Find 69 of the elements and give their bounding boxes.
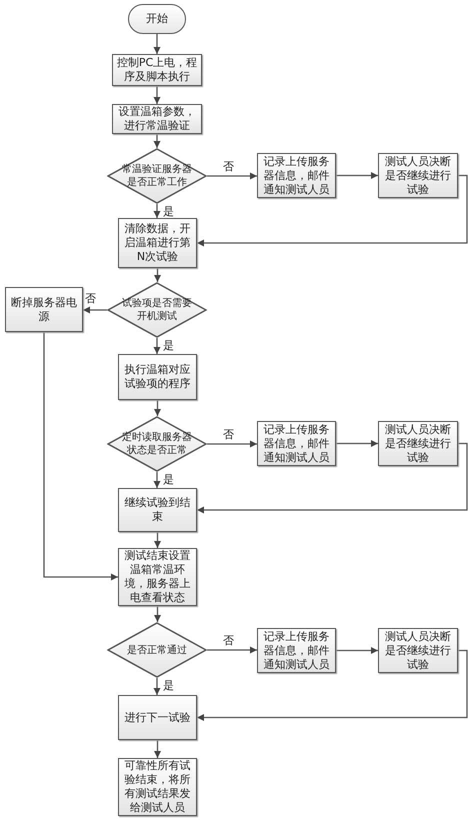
node-text: 是否正常通过 [126, 644, 188, 656]
node-text: 记录上传服务器信息，邮件通知测试人员 [262, 630, 330, 672]
node-text: 测试人员决断是否继续进行试验 [384, 154, 452, 196]
process-box [118, 758, 197, 816]
arrow [154, 134, 160, 148]
arrow [207, 646, 257, 654]
node-text: 记录上传服务器信息，邮件通知测试人员 [262, 154, 330, 196]
node-text: 定时读取服务器状态是否正常 [121, 431, 193, 457]
edge-label: 是 [163, 205, 174, 218]
arrow [154, 472, 160, 488]
arrow [154, 532, 161, 548]
arrow [197, 650, 468, 721]
edge-label: 是 [163, 339, 174, 352]
arrow [197, 442, 468, 514]
arrow [154, 400, 161, 416]
node-text: 控制PC上电，程序及脚本执行 [116, 56, 198, 84]
arrow [336, 172, 378, 179]
decision-diamond [107, 148, 207, 204]
process-box [118, 488, 197, 532]
edge-label: 否 [223, 160, 234, 173]
node-text: 执行温箱对应试验项的程序 [124, 363, 192, 391]
node-text: 测试人员决断是否继续进行试验 [384, 422, 452, 464]
arrow [336, 440, 378, 447]
arrow [154, 34, 160, 54]
edge-label: 否 [223, 428, 234, 441]
node-text: 进行下一试验 [124, 710, 192, 724]
arrow [207, 440, 257, 448]
process-box [257, 153, 336, 198]
arrow [336, 647, 378, 654]
arrow [154, 86, 160, 104]
arrow [154, 268, 161, 282]
arrow [83, 306, 107, 314]
node-text: 试验项是否需要开机测试 [121, 297, 193, 323]
node-text: 开始 [145, 12, 169, 26]
process-box [378, 628, 458, 673]
node-text: 清除数据，开启温箱进行第N次试验 [124, 222, 192, 264]
arrow [154, 740, 161, 758]
process-box [378, 421, 458, 466]
node-text: 继续试验到结束 [124, 496, 192, 524]
process-box [112, 104, 202, 134]
arrow [154, 606, 161, 622]
arrow [207, 172, 257, 180]
process-box [118, 695, 197, 740]
node-text: 常温验证服务器是否正常工作 [121, 163, 193, 189]
process-box [378, 153, 458, 198]
node-text: 设置温箱参数，进行常温验证 [118, 105, 196, 133]
decision-diamond [107, 622, 207, 678]
process-box [118, 218, 197, 268]
arrow [43, 332, 118, 580]
arrow [154, 678, 160, 695]
node-text: 测试结束设置温箱常温环境，服务器上电查看状态 [124, 549, 192, 605]
node-text: 可靠性所有试验结束，将所有测试结果发给测试人员 [124, 759, 192, 815]
node-text: 断掉服务器电源 [10, 296, 78, 324]
decision-diamond [107, 416, 207, 472]
edge-label: 是 [163, 679, 174, 692]
decision-diamond [107, 282, 207, 338]
process-box [257, 421, 336, 466]
process-box [257, 628, 336, 673]
process-box [118, 548, 197, 606]
process-box [5, 287, 83, 332]
node-text: 记录上传服务器信息，邮件通知测试人员 [262, 422, 330, 464]
edge-label: 否 [223, 634, 234, 647]
arrow [154, 204, 160, 218]
arrow [154, 338, 160, 354]
edge-label: 否 [85, 292, 96, 305]
edge-label: 是 [163, 473, 174, 486]
process-box [118, 354, 197, 400]
arrow [197, 174, 468, 246]
node-text: 测试人员决断是否继续进行试验 [384, 630, 452, 672]
